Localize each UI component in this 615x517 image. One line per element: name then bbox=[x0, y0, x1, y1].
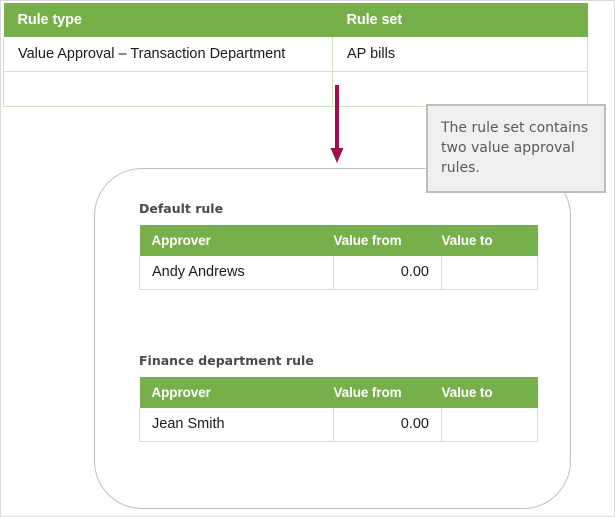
table-header-row: Approver Value from Value to bbox=[139, 225, 538, 256]
column-header-value-to: Value to bbox=[441, 225, 538, 256]
callout-box: The rule set contains two value approval… bbox=[426, 104, 606, 193]
approver-table-finance: Approver Value from Value to Jean Smith … bbox=[139, 377, 538, 442]
cell-value-to bbox=[441, 256, 538, 290]
rule-block-default: Default rule Approver Value from Value t… bbox=[139, 201, 538, 290]
cell-value-to bbox=[441, 408, 538, 442]
rule-set-group-container bbox=[94, 168, 571, 509]
column-header-value-to: Value to bbox=[441, 377, 538, 408]
cell-value-from: 0.00 bbox=[333, 256, 442, 290]
column-header-rule-type: Rule type bbox=[3, 3, 333, 37]
cell-rule-type: Value Approval – Transaction Department bbox=[3, 37, 333, 72]
table-header-row: Approver Value from Value to bbox=[139, 377, 538, 408]
rule-block-title: Default rule bbox=[139, 201, 224, 216]
column-header-value-from: Value from bbox=[333, 377, 442, 408]
column-header-value-from: Value from bbox=[333, 225, 442, 256]
table-header-row: Rule type Rule set bbox=[3, 3, 588, 37]
table-row[interactable]: Andy Andrews 0.00 bbox=[139, 256, 538, 290]
column-header-approver: Approver bbox=[139, 377, 334, 408]
cell-rule-set: AP bills bbox=[332, 37, 588, 72]
down-arrow-icon bbox=[327, 85, 347, 165]
callout-text: The rule set contains two value approval… bbox=[441, 120, 589, 176]
column-header-rule-set: Rule set bbox=[332, 3, 588, 37]
cell-value-from: 0.00 bbox=[333, 408, 442, 442]
rule-block-finance: Finance department rule Approver Value f… bbox=[139, 353, 538, 442]
cell-approver: Jean Smith bbox=[139, 408, 334, 442]
rule-type-table: Rule type Rule set Value Approval – Tran… bbox=[3, 3, 588, 107]
cell-approver: Andy Andrews bbox=[139, 256, 334, 290]
column-header-approver: Approver bbox=[139, 225, 334, 256]
table-row[interactable]: Value Approval – Transaction Department … bbox=[3, 37, 588, 72]
cell-rule-type-empty bbox=[3, 71, 333, 107]
cell-rule-set-empty bbox=[332, 71, 588, 107]
rule-block-title: Finance department rule bbox=[139, 353, 314, 368]
approver-table-default: Approver Value from Value to Andy Andrew… bbox=[139, 225, 538, 290]
table-row[interactable]: Jean Smith 0.00 bbox=[139, 408, 538, 442]
table-row[interactable] bbox=[3, 71, 588, 107]
